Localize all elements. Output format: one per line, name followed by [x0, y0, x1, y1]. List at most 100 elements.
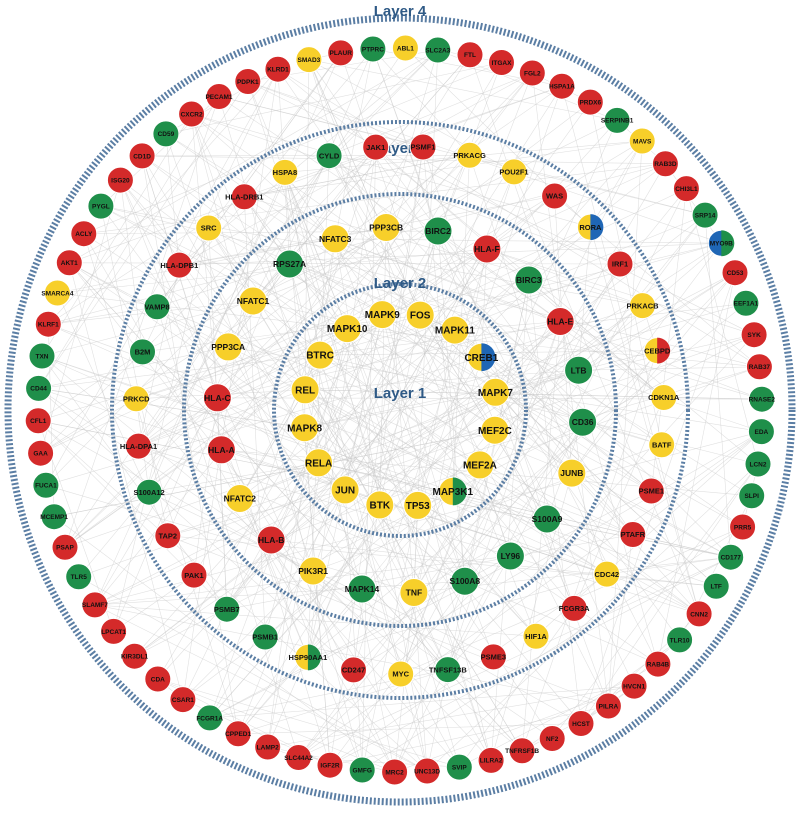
gene-node-circle [479, 643, 507, 671]
gene-node-circle [488, 49, 515, 76]
gene-node-circle [717, 543, 745, 571]
gene-node-circle [434, 656, 462, 684]
gene-node: TAP2 [154, 522, 182, 550]
gene-node-circle [298, 556, 328, 586]
gene-node: HLA-C [202, 383, 232, 413]
gene-node-label: CPPED1 [225, 731, 251, 738]
gene-node-label: HCST [572, 721, 590, 728]
network-edge [38, 96, 220, 389]
gene-node-circle [367, 300, 397, 330]
gene-node-circle [315, 142, 343, 170]
gene-node-label: BIRC3 [516, 275, 542, 285]
gene-node: PRDX6 [576, 88, 604, 116]
gene-node-split-half [590, 214, 604, 241]
gene-node-circle [213, 332, 243, 362]
gene-node-label: HLA-DRB1 [225, 193, 263, 202]
gene-node-label: MAPK14 [345, 584, 380, 594]
network-edge [226, 101, 591, 610]
gene-node-circle [362, 133, 390, 161]
gene-node-label: HLA-A [208, 445, 234, 455]
gene-node-label: PSMB1 [252, 633, 278, 642]
gene-node: PRKACB [626, 292, 659, 320]
gene-node-label: CD177 [721, 555, 742, 562]
gene-node: PSMB7 [213, 595, 241, 623]
network-edge [289, 263, 583, 423]
network-edge [372, 48, 482, 358]
ring-layer [4, 14, 796, 806]
gene-node: PRKACG [453, 141, 486, 169]
network-edge [179, 195, 555, 266]
network-edge [481, 248, 488, 358]
gene-node: MAVS [628, 127, 656, 155]
gene-node: CD59 [152, 120, 180, 148]
network-edge [69, 49, 438, 264]
gene-node-circle [576, 88, 604, 116]
gene-node-circle [125, 432, 152, 460]
gene-node: MAPK8 [287, 413, 323, 443]
gene-node-circle [472, 234, 502, 264]
network-edge [41, 300, 254, 357]
gene-node-label: SERPINB1 [601, 118, 634, 125]
gene-node: MAPK7 [478, 377, 513, 407]
network-edge [94, 489, 346, 606]
gene-node-label: PPP3CB [369, 223, 403, 233]
gene-node-label: RORA [579, 223, 602, 232]
gene-node: PSMB1 [251, 623, 279, 651]
gene-node-label: S100A8 [449, 576, 480, 586]
network-edge [120, 179, 582, 724]
gene-node-circle [456, 41, 484, 69]
gene-node-circle [381, 758, 409, 786]
gene-node-circle [230, 183, 258, 211]
gene-node: JUNB [557, 458, 587, 488]
gene-node-label: FTL [464, 52, 476, 59]
network-edge [561, 86, 700, 614]
network-edge [209, 392, 496, 719]
network-edge [247, 81, 348, 329]
layer-2-title: Layer 2 [374, 275, 427, 292]
gene-node-label: VAMP8 [144, 303, 169, 312]
network-edge [417, 505, 537, 637]
gene-node-label: MCEMP1 [40, 514, 68, 521]
gene-node: CD177 [717, 543, 745, 571]
gene-node: RORA [576, 213, 604, 241]
network-edge [191, 113, 591, 228]
gene-node: PYGL [87, 192, 115, 220]
gene-node: EEF1A1 [732, 289, 760, 317]
gene-node: SYK [740, 321, 768, 349]
gene-node-label: LAMP2 [257, 744, 279, 751]
network-edge [239, 389, 306, 499]
gene-node: HLA-B [256, 525, 286, 555]
gene-node-circle [629, 292, 656, 320]
network-edge [578, 227, 591, 371]
network-edge [328, 49, 439, 156]
network-edge [40, 398, 137, 454]
gene-node: PECAM1 [205, 83, 233, 110]
gene-node: HIF1A [522, 622, 550, 650]
gene-node: SLPI [738, 482, 766, 510]
gene-node-circle [413, 757, 441, 785]
gene-node: MAPK14 [345, 574, 380, 604]
gene-node-circle [275, 249, 305, 279]
gene-node: LTB [564, 355, 594, 385]
gene-node: PSAP [51, 533, 79, 561]
gene-node-label: LILRA2 [480, 758, 503, 765]
gene-node-circle [106, 166, 134, 194]
network-edge [41, 355, 380, 506]
gene-node: FCGR1A [196, 704, 223, 732]
gene-node: LILRA2 [477, 746, 505, 774]
gene-node-label: SYK [747, 332, 761, 339]
gene-node-circle [32, 471, 60, 499]
gene-node: SLC2A3 [424, 36, 452, 64]
network-edge [48, 306, 158, 325]
network-edge [69, 262, 314, 572]
gene-node-label: SMARCA4 [41, 290, 74, 297]
gene-node: PRR5 [729, 513, 757, 541]
network-edge [495, 120, 618, 393]
gene-node: KLRD1 [264, 55, 292, 83]
gene-node: HCST [567, 710, 595, 737]
gene-node-label: POU2F1 [499, 168, 528, 177]
network-edge [580, 463, 759, 724]
network-edge [270, 314, 383, 541]
gene-node: TNF [399, 578, 429, 607]
gene-node: PDPK1 [234, 68, 262, 95]
